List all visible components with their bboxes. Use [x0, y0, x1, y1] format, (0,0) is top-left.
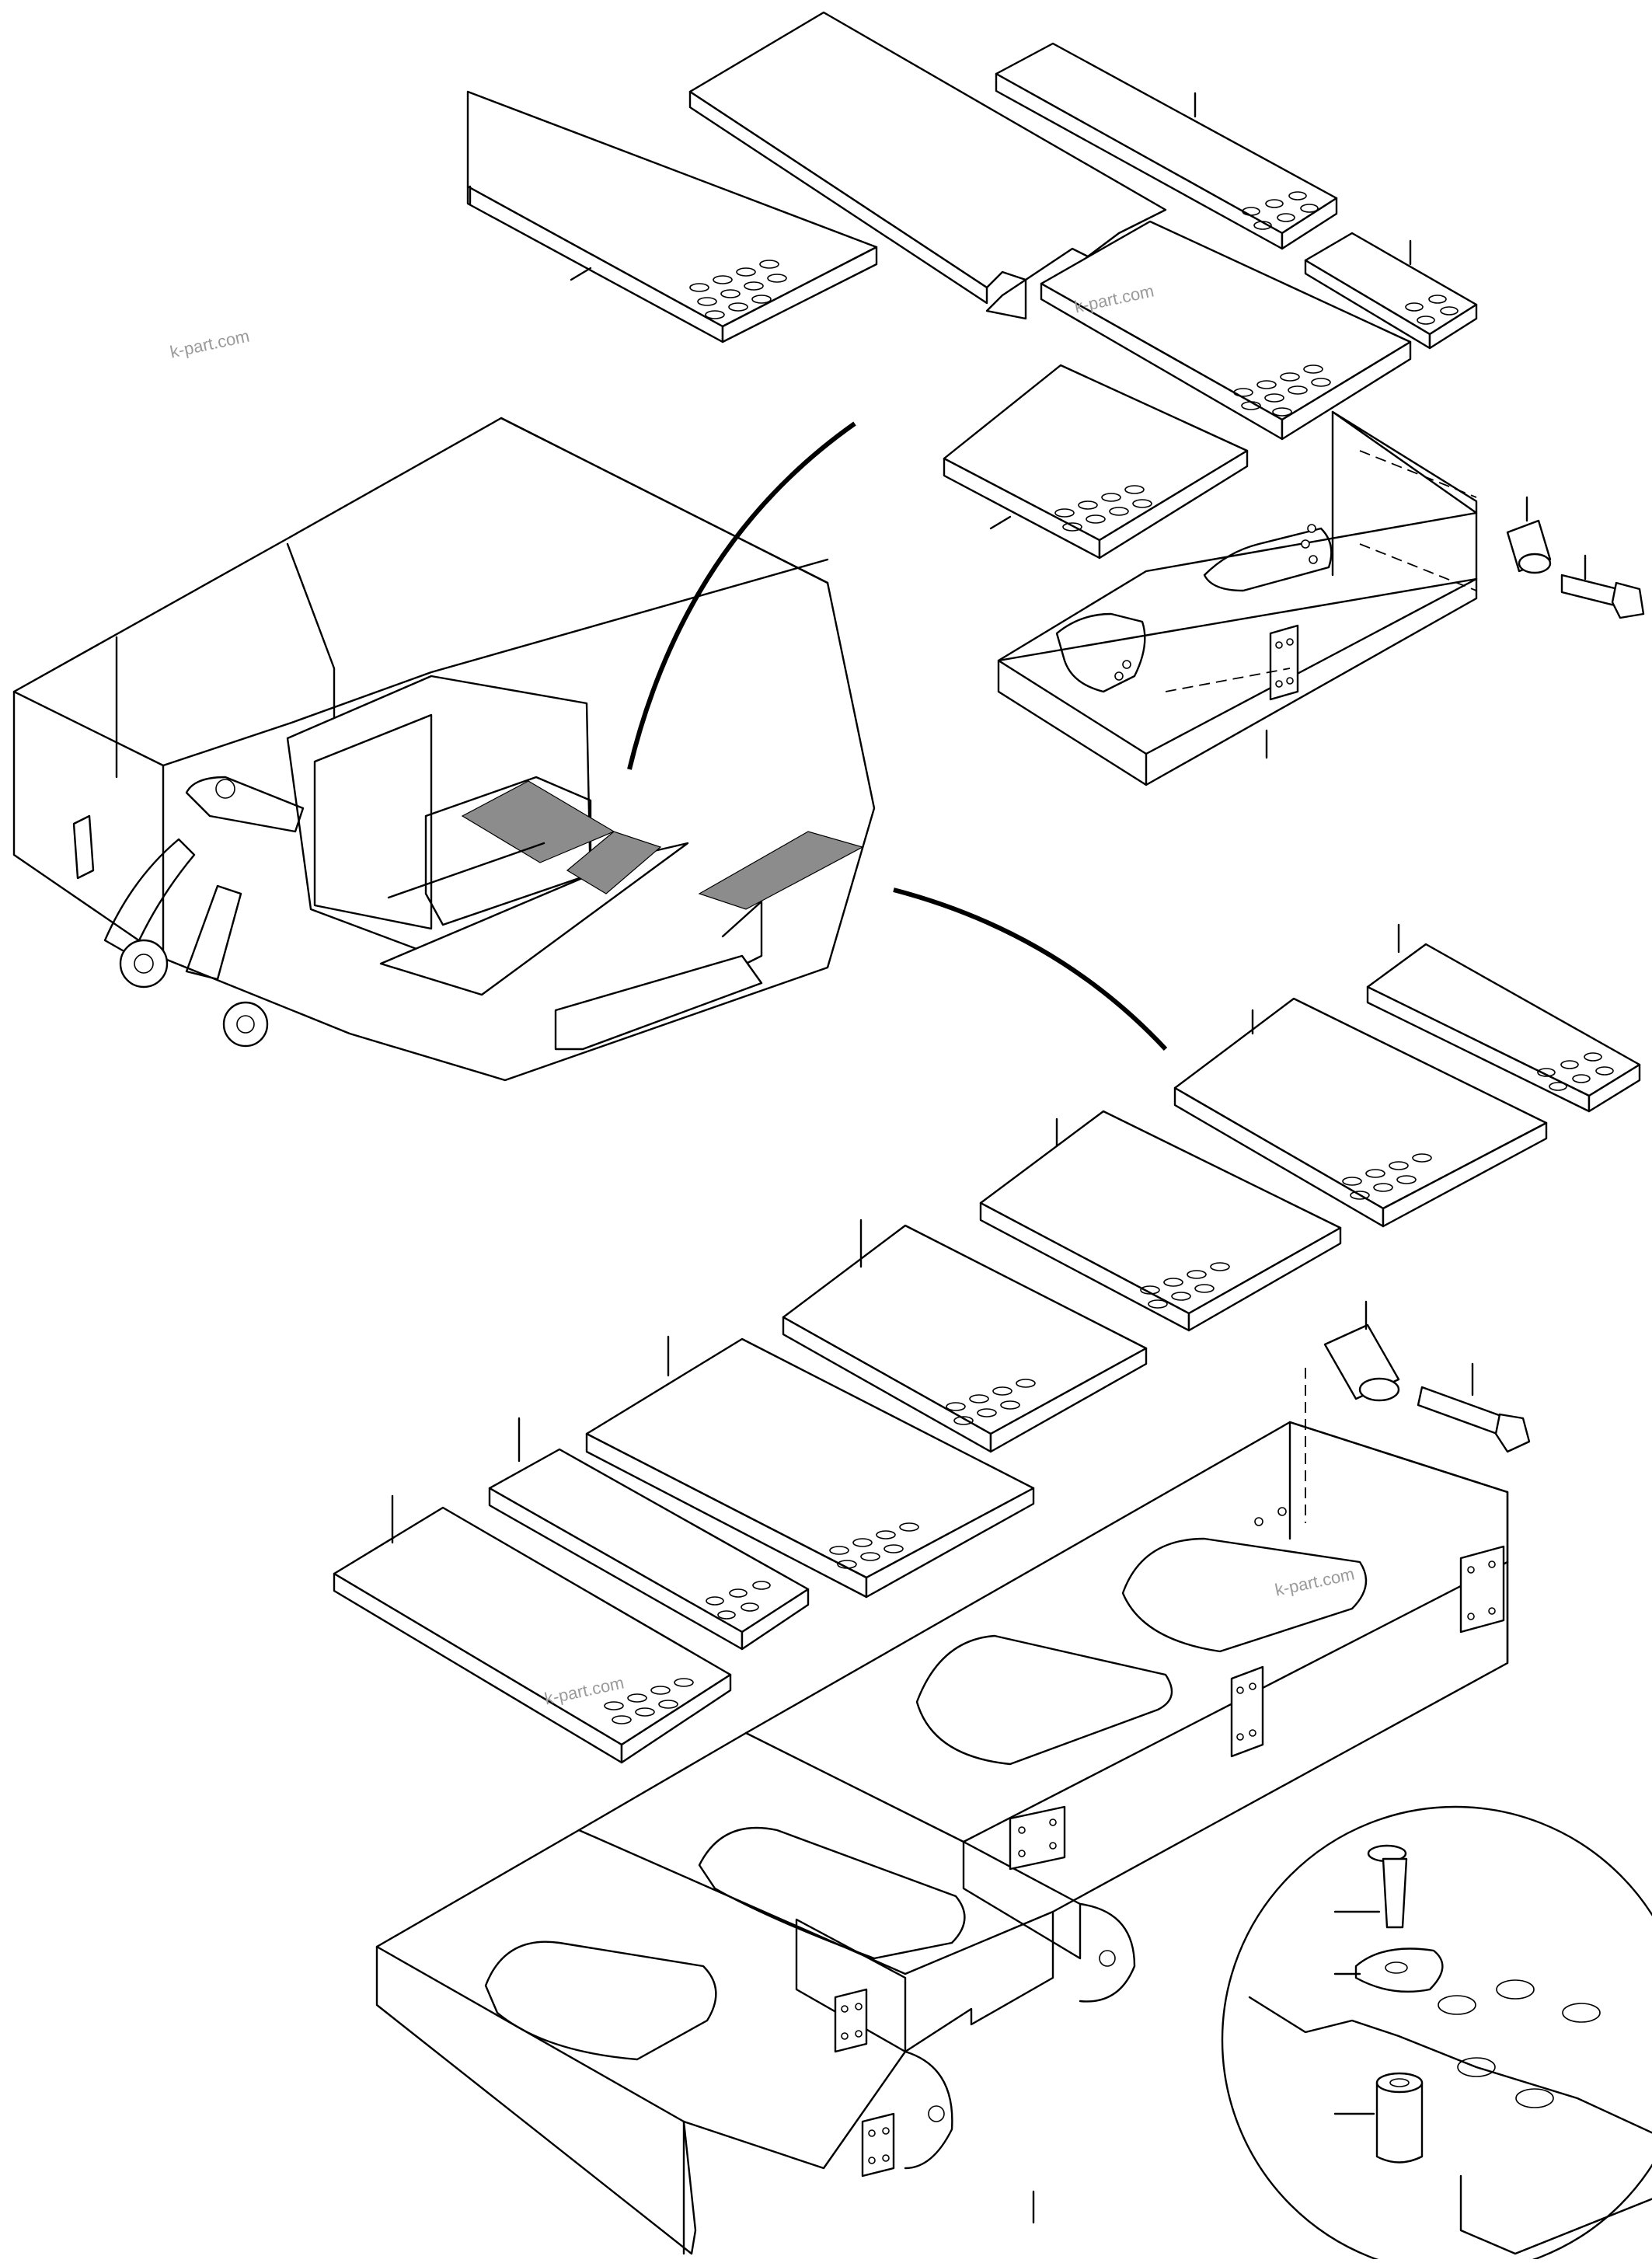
- top-cover-plate-short: [943, 364, 1249, 560]
- detail-screw: [1333, 1844, 1408, 1929]
- bottom-cover-plate-6: [1173, 997, 1548, 1228]
- detail-washer: [1333, 1947, 1444, 1993]
- detail-inset: [1221, 1805, 1652, 2263]
- bottom-spacer: [1323, 1300, 1400, 1402]
- top-spacer: [1506, 496, 1552, 574]
- bottom-cover-plate-7: [1366, 923, 1641, 1113]
- top-bolt: [1560, 554, 1645, 619]
- top-cover-plate-small: [1304, 232, 1478, 350]
- bottom-cover-plate-1: [333, 1494, 732, 1764]
- top-cover-plate-long: [688, 11, 1167, 320]
- bottom-cover-plate-3: [585, 1335, 1035, 1599]
- bottom-bolt: [1417, 1362, 1531, 1453]
- top-frame: [997, 410, 1478, 786]
- bottom-cover-plate-5: [979, 1110, 1342, 1332]
- top-cover-plate-narrow: [995, 42, 1338, 250]
- bottom-cover-plate-4: [782, 1219, 1148, 1453]
- top-cover-plate-mid: [1040, 220, 1412, 441]
- detail-spacer: [1333, 2072, 1424, 2164]
- bottom-frame: [375, 1368, 1509, 2255]
- machine-overview: [12, 417, 1168, 1082]
- top-cover-plate-left: [466, 90, 878, 343]
- bottom-cover-plate-2: [488, 1417, 810, 1651]
